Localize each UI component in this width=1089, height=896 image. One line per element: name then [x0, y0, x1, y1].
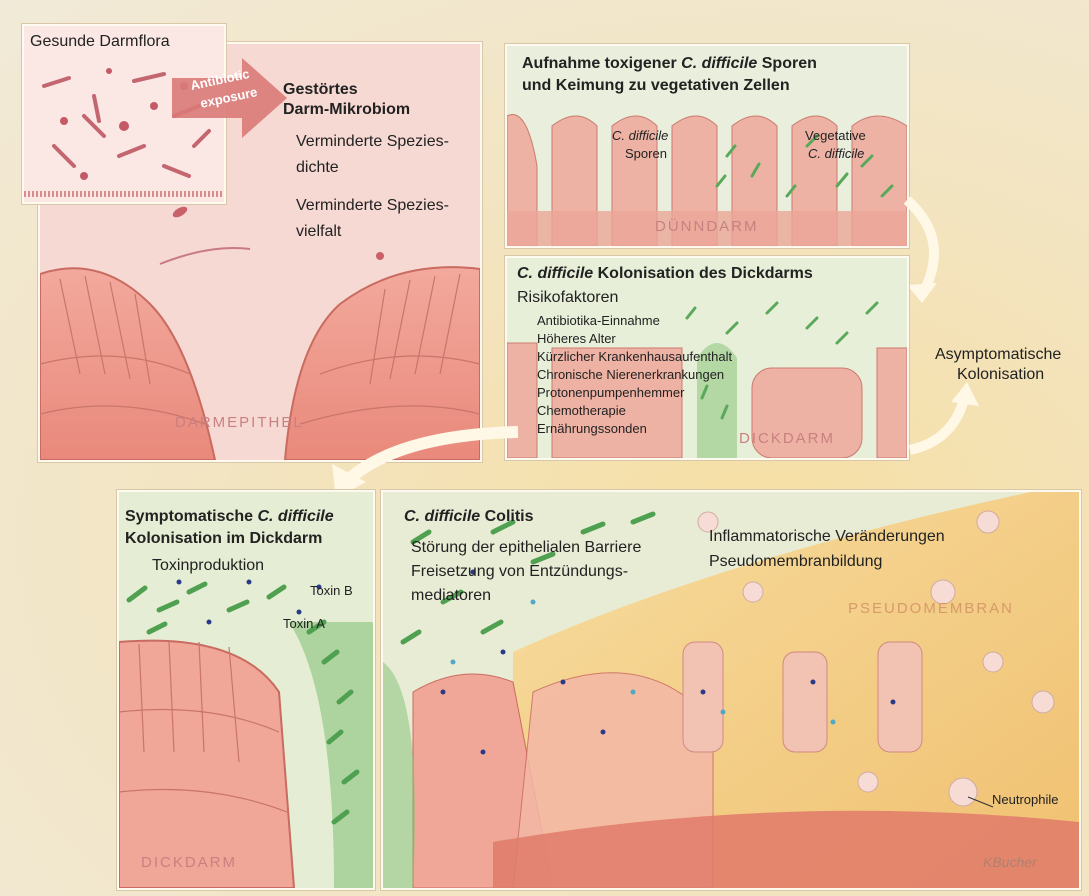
- risk-item-6: Chemotherapie: [537, 403, 626, 419]
- symptomatic-title-2: Kolonisation im Dickdarm: [125, 529, 322, 549]
- colitis-line-2: Freisetzung von Entzündungs-: [411, 562, 628, 582]
- risk-item-3: Kürzlicher Krankenhausaufenthalt: [537, 349, 732, 365]
- tissue-label-darmepithel: DARMEPITHEL: [175, 414, 304, 431]
- healthy-flora-title: Gesunde Darmflora: [30, 32, 170, 52]
- spores-title-2: und Keimung zu vegetativen Zellen: [522, 76, 790, 96]
- toxin-b-label: Toxin B: [310, 583, 353, 599]
- inflammation-line-1: Inflammatorische Veränderungen: [709, 527, 945, 547]
- symptomatic-illustration: [119, 492, 373, 888]
- disturbed-item-2a: Verminderte Spezies-: [296, 196, 449, 216]
- colitis-line-3: mediatoren: [411, 586, 491, 606]
- spore-label-2: Sporen: [625, 146, 667, 162]
- tissue-label-dickdarm-2: DICKDARM: [141, 854, 237, 871]
- symptomatic-sub: Toxinproduktion: [152, 556, 264, 576]
- disturbed-title-2: Darm-Mikrobiom: [283, 100, 410, 120]
- risk-item-4: Chronische Nierenerkrankungen: [537, 367, 724, 383]
- toxin-a-label: Toxin A: [283, 616, 325, 632]
- neutrophil-label: Neutrophile: [992, 792, 1059, 808]
- signature: KBucher: [983, 854, 1037, 872]
- arrow-to-asymptomatic: [905, 380, 985, 460]
- colonization-title: C. difficile Kolonisation des Dickdarms: [517, 264, 813, 284]
- disturbed-item-2b: vielfalt: [296, 222, 341, 242]
- colitis-line-1: Störung der epithelialen Barriere: [411, 538, 641, 558]
- vegetative-label-1: Vegetative: [805, 128, 866, 144]
- risk-item-7: Ernährungssonden: [537, 421, 647, 437]
- colitis-title: C. difficile Colitis: [404, 507, 534, 527]
- tissue-label-pseudomembran: PSEUDOMEMBRAN: [848, 600, 1014, 617]
- risk-heading: Risikofaktoren: [517, 288, 618, 308]
- panel-symptomatic: DICKDARM: [117, 490, 375, 890]
- disturbed-title-1: Gestörtes: [283, 80, 358, 100]
- vegetative-label-2: C. difficile: [808, 146, 864, 162]
- risk-item-1: Antibiotika-Einnahme: [537, 313, 660, 329]
- risk-item-2: Höheres Alter: [537, 331, 616, 347]
- tissue-label-duenndarm: DÜNNDARM: [655, 218, 759, 235]
- disturbed-item-1b: dichte: [296, 158, 339, 178]
- spore-label-1: C. difficile: [612, 128, 668, 144]
- disturbed-item-1a: Verminderte Spezies-: [296, 132, 449, 152]
- tissue-label-dickdarm-1: DICKDARM: [739, 430, 835, 447]
- spores-title-1: Aufnahme toxigener C. difficile Sporen: [522, 54, 817, 74]
- asymptomatic-label-1: Asymptomatische: [935, 345, 1061, 365]
- arrow-to-symptomatic: [318, 420, 528, 500]
- risk-item-5: Protonenpumpenhemmer: [537, 385, 684, 401]
- symptomatic-title-1: Symptomatische C. difficile: [125, 507, 334, 527]
- inflammation-line-2: Pseudomembranbildung: [709, 552, 882, 572]
